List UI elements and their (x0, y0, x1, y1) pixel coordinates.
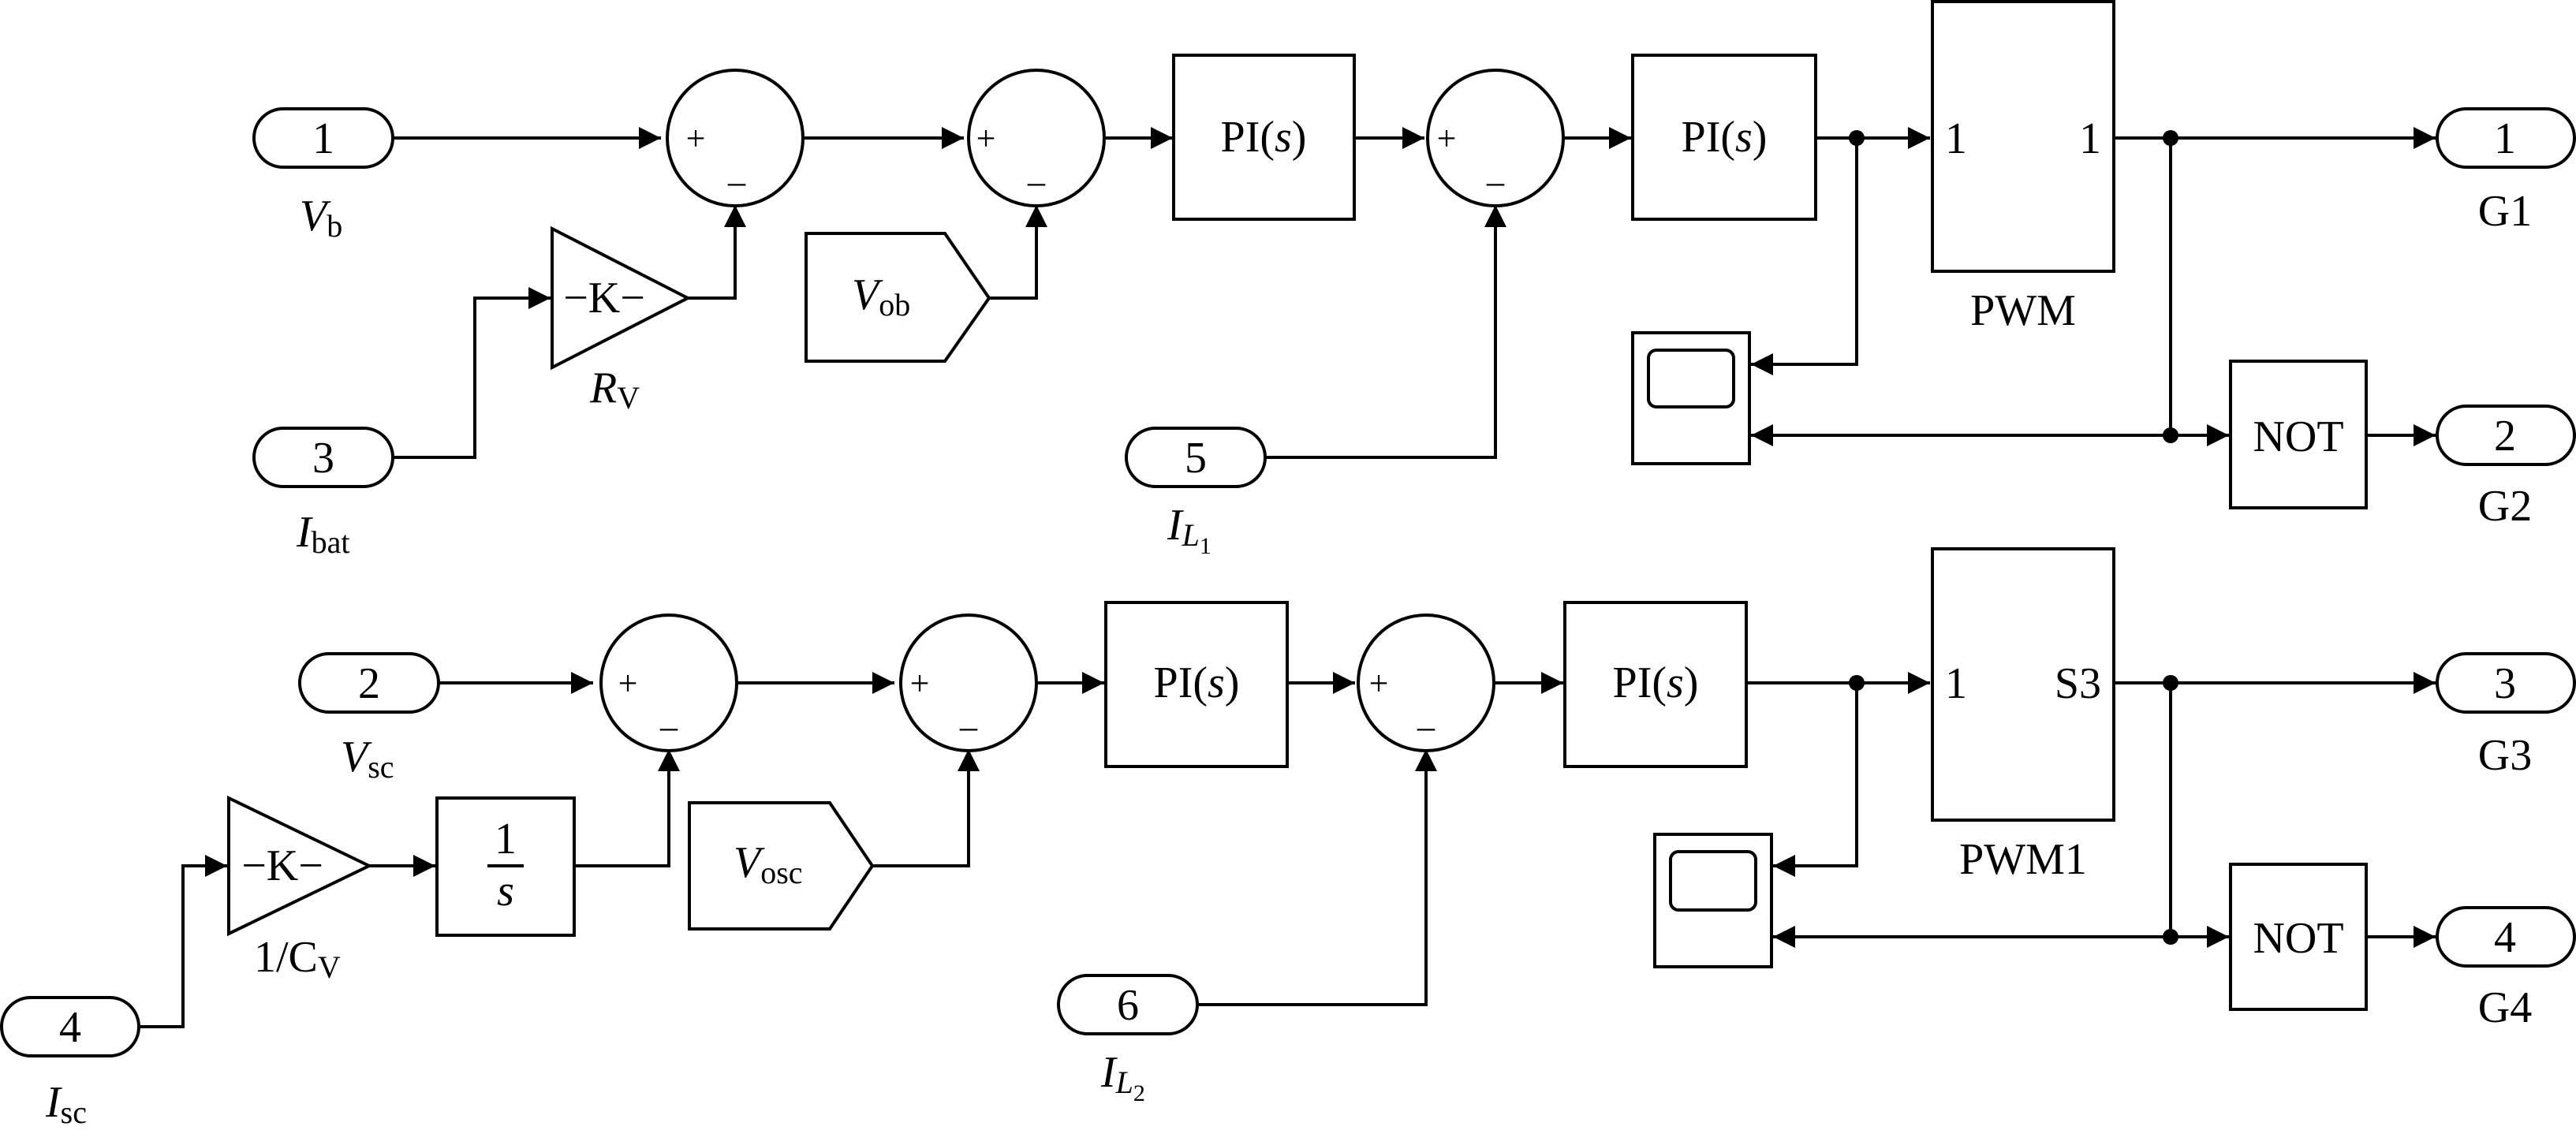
port-label-g3: G3 (2478, 731, 2532, 780)
port-label-il1: IL1 (1167, 501, 1211, 559)
not-block[interactable]: NOT (2229, 360, 2368, 509)
port-number: 1 (312, 114, 334, 163)
port-number: 6 (1117, 981, 1139, 1030)
constant-vob[interactable]: Vob (805, 232, 991, 363)
port-number: 5 (1185, 434, 1207, 483)
svg-text:+: + (910, 664, 930, 703)
svg-text:_: _ (727, 151, 746, 189)
wires-bottom (139, 672, 2436, 1028)
svg-text:_: _ (959, 696, 978, 734)
sum-block[interactable]: + _ (899, 614, 1038, 752)
integrator-block[interactable]: 1 s (435, 796, 576, 937)
constant-vosc[interactable]: Vosc (688, 801, 875, 931)
gain-text: −K− (241, 841, 323, 890)
svg-text:+: + (618, 664, 638, 703)
outport-g3[interactable]: 3 (2436, 652, 2576, 714)
outport-g1[interactable]: 1 (2436, 107, 2576, 169)
pwm-block[interactable]: 1 1 (1931, 0, 2115, 273)
svg-text:PI(s): PI(s) (1221, 113, 1307, 162)
pwm-in-port-label: 1 (1945, 114, 1967, 163)
port-label-vb: Vb (300, 192, 342, 244)
pwm-in-port-label: 1 (1945, 659, 1967, 708)
port-label-vsc: Vsc (341, 733, 394, 785)
pwm-label: PWM (1970, 286, 2076, 335)
svg-text:_: _ (659, 696, 678, 734)
port-label-il2: IL2 (1100, 1048, 1145, 1106)
svg-text:_: _ (1027, 151, 1046, 189)
svg-text:PI(s): PI(s) (1613, 658, 1699, 707)
scope-block[interactable] (1631, 331, 1751, 465)
outport-g4[interactable]: 4 (2436, 906, 2576, 968)
integrator-numerator: 1 (495, 815, 517, 863)
svg-text:_: _ (1417, 696, 1435, 734)
svg-text:PI(s): PI(s) (1154, 658, 1240, 707)
svg-text:+: + (686, 119, 706, 158)
outport-g2[interactable]: 2 (2436, 405, 2576, 466)
inport-vsc[interactable]: 2 (298, 652, 440, 714)
junction-dot (2163, 427, 2178, 443)
port-label-g2: G2 (2478, 482, 2532, 531)
sum-block[interactable]: + _ (1426, 69, 1565, 207)
not-text: NOT (2253, 412, 2343, 461)
inport-isc[interactable]: 4 (0, 996, 140, 1057)
port-number: 4 (2494, 913, 2516, 962)
port-label-isc: Isc (45, 1078, 87, 1130)
svg-text:+: + (1437, 119, 1457, 158)
port-number: 2 (358, 659, 380, 708)
gain-cv[interactable]: −K− (227, 795, 373, 937)
not-block[interactable]: NOT (2229, 863, 2368, 1011)
pwm-out-port-label: 1 (2079, 114, 2101, 163)
pwm1-label: PWM1 (1959, 835, 2087, 884)
gain-label-rv: RV (589, 364, 640, 416)
pwm1-block[interactable]: 1 S3 (1931, 547, 2115, 822)
port-label-g4: G4 (2478, 983, 2532, 1032)
port-number: 3 (2494, 659, 2516, 708)
pi-controller[interactable]: PI(s) (1631, 54, 1817, 221)
pi-controller[interactable]: PI(s) (1563, 601, 1748, 768)
junction-dot (2163, 929, 2178, 945)
constant-text: Vob (852, 270, 910, 323)
sum-block[interactable]: + _ (666, 69, 805, 207)
sum-block[interactable]: + _ (967, 69, 1106, 207)
gain-text: −K− (563, 274, 645, 323)
inport-il2[interactable]: 6 (1057, 974, 1199, 1035)
port-number: 4 (59, 1003, 81, 1052)
scope-screen (1669, 850, 1757, 912)
port-number: 2 (2494, 412, 2516, 461)
junction-dot (2163, 675, 2178, 691)
port-label-g1: G1 (2478, 187, 2532, 236)
inport-il1[interactable]: 5 (1125, 427, 1267, 488)
gain-label-cv: 1/CV (254, 933, 341, 985)
integrator-denominator: s (497, 867, 514, 916)
sum-block[interactable]: + _ (599, 614, 738, 752)
svg-text:_: _ (1486, 151, 1505, 189)
not-text: NOT (2253, 914, 2343, 963)
port-number: 1 (2494, 114, 2516, 163)
junction-dot (1849, 130, 1865, 146)
pwm-out-port-label: S3 (2055, 659, 2101, 708)
inport-ibat[interactable]: 3 (252, 427, 394, 488)
svg-text:+: + (976, 119, 996, 158)
svg-text:+: + (1369, 664, 1389, 703)
gain-rv[interactable]: −K− (551, 226, 692, 371)
scope-block[interactable] (1653, 833, 1773, 968)
pi-controller[interactable]: PI(s) (1104, 601, 1289, 768)
junction-dot (2163, 130, 2178, 146)
inport-vb[interactable]: 1 (252, 107, 394, 169)
svg-text:PI(s): PI(s) (1682, 113, 1768, 162)
sum-block[interactable]: + _ (1357, 614, 1495, 752)
junction-dot (1849, 675, 1865, 691)
port-label-ibat: Ibat (296, 508, 350, 560)
pi-controller[interactable]: PI(s) (1172, 54, 1356, 221)
scope-screen (1647, 349, 1735, 408)
constant-text: Vosc (734, 838, 803, 890)
port-number: 3 (312, 434, 334, 483)
